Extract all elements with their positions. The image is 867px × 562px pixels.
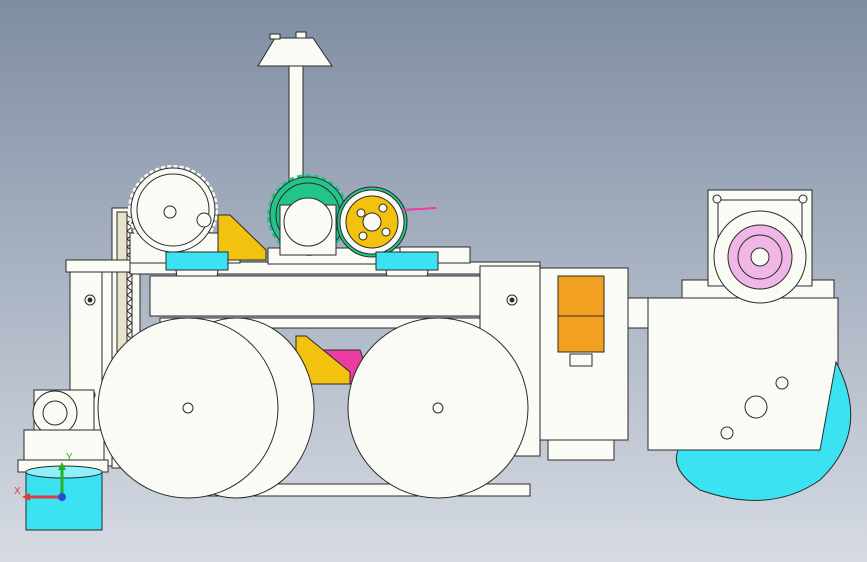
mast-pole	[288, 65, 304, 189]
orange-battery-top	[557, 275, 605, 317]
axis-y-label: Y	[66, 452, 73, 463]
mast-assembly	[257, 31, 333, 189]
right-motor	[707, 189, 813, 304]
axis-triad: X Y	[14, 452, 73, 501]
axis-x-label: X	[14, 486, 21, 497]
battery-column	[539, 267, 629, 461]
cyan-base-cylinder	[25, 471, 103, 531]
green-gear	[267, 174, 349, 256]
left-gear	[128, 165, 218, 255]
orange-battery-bottom	[557, 315, 605, 353]
left-wheels	[97, 317, 315, 499]
yellow-hub-gear	[336, 186, 437, 258]
cyan-drive-wheel	[675, 360, 852, 501]
right-wheel	[347, 317, 529, 499]
